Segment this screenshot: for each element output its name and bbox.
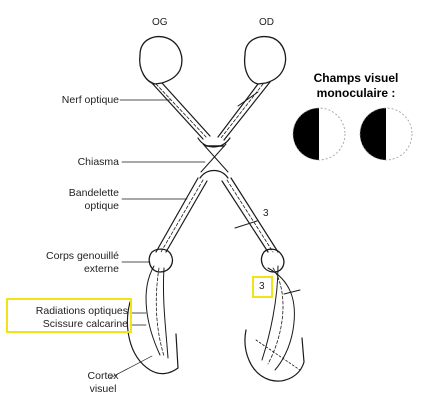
label-corps-2: externe bbox=[83, 263, 119, 275]
chiasma-shape bbox=[197, 137, 231, 179]
label-bandelette-2: optique bbox=[84, 200, 119, 212]
lesion-marker-boxed: 3 bbox=[259, 281, 265, 292]
field-left-eye bbox=[292, 107, 346, 161]
right-eye-shape bbox=[243, 35, 287, 85]
highlight-box-labels bbox=[6, 298, 132, 333]
right-eye-label: OD bbox=[259, 17, 274, 28]
right-radiations bbox=[261, 265, 295, 371]
field-title: Champs visuel monoculaire : bbox=[288, 71, 424, 101]
left-optic-nerve bbox=[150, 81, 211, 140]
right-occipital-lobe bbox=[244, 329, 305, 382]
label-corps-1: Corps genouillé bbox=[46, 250, 119, 262]
label-bandelette-1: Bandelette bbox=[68, 187, 119, 199]
label-cortex-1: Cortex bbox=[87, 370, 119, 382]
right-optic-nerve bbox=[217, 81, 271, 141]
left-lgn-shape bbox=[148, 248, 174, 273]
left-eye-label: OG bbox=[152, 17, 168, 28]
lesion-marker-upper: 3 bbox=[263, 208, 269, 219]
left-optic-tract bbox=[155, 177, 208, 253]
label-scissure: Scissure calcarine bbox=[42, 318, 128, 330]
label-chiasma: Chiasma bbox=[77, 156, 119, 168]
label-nerf-optique: Nerf optique bbox=[61, 94, 119, 106]
left-occipital-lobe bbox=[126, 301, 179, 375]
left-eye-shape bbox=[139, 35, 183, 85]
label-radiations: Radiations optiques bbox=[35, 305, 128, 317]
right-lgn-shape bbox=[260, 248, 285, 273]
left-radiations bbox=[145, 265, 169, 359]
field-right-eye bbox=[359, 107, 413, 161]
field-title-line2: monoculaire : bbox=[316, 86, 396, 100]
right-optic-tract bbox=[221, 177, 279, 253]
label-cortex-2: visuel bbox=[89, 383, 117, 395]
field-title-line1: Champs visuel bbox=[313, 71, 399, 85]
lesion-marker-box bbox=[252, 276, 273, 298]
